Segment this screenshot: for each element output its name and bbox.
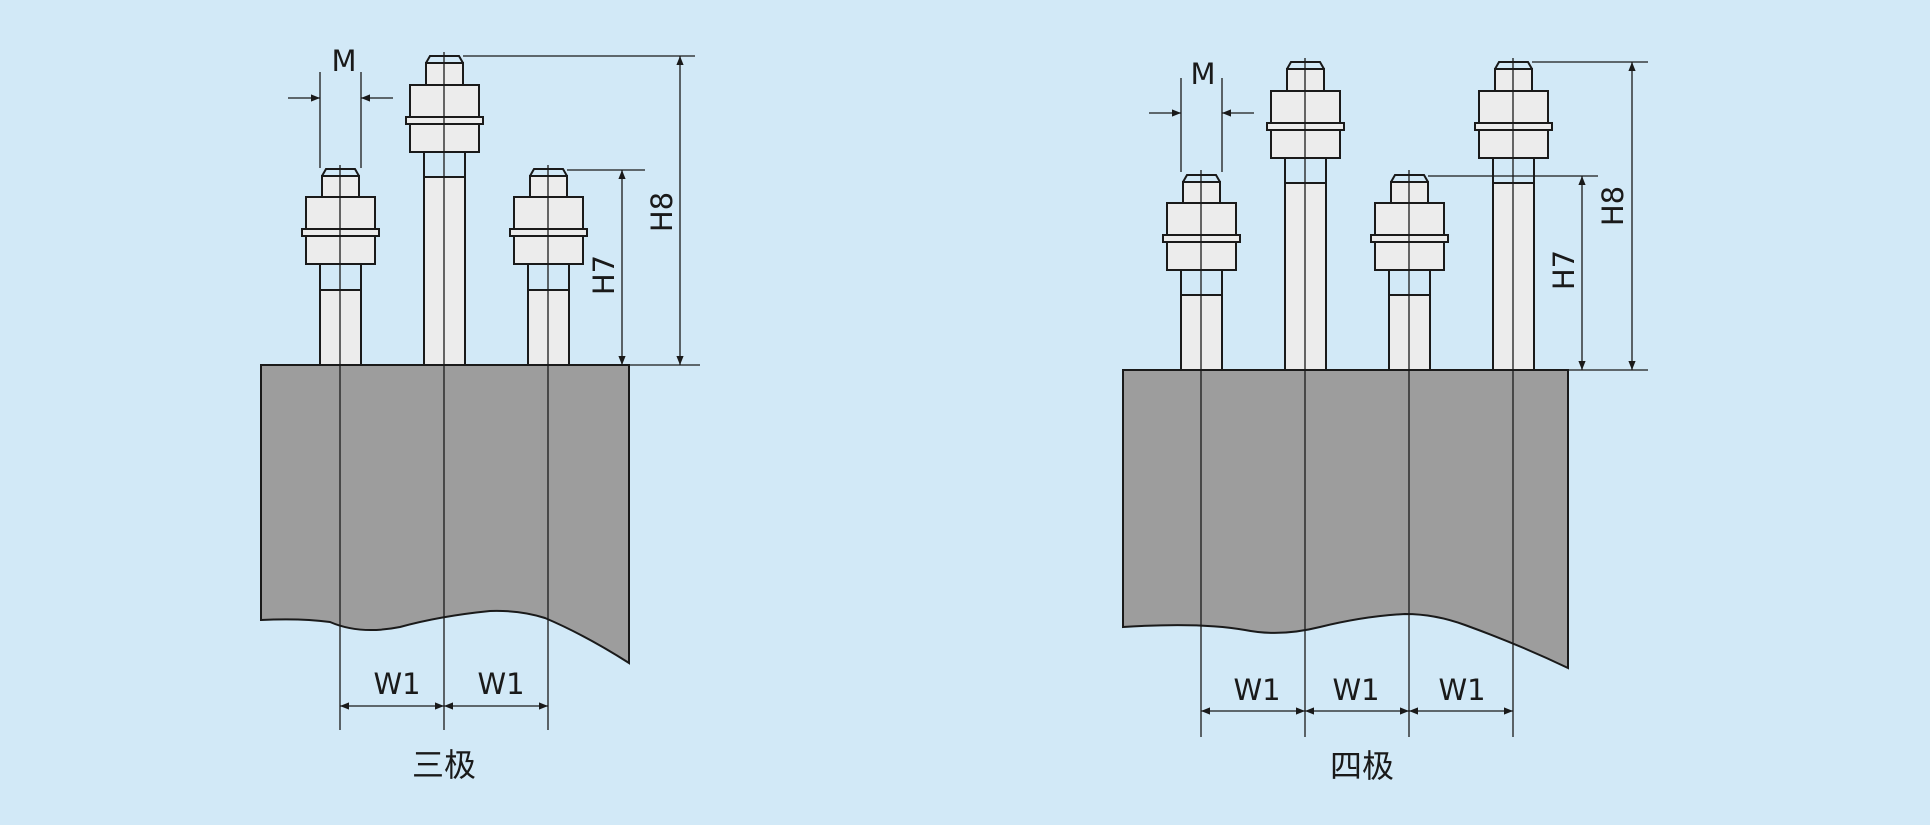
dimension-arrows <box>1149 62 1636 715</box>
m-label: M <box>331 44 356 78</box>
extension-lines <box>1180 58 1648 737</box>
four-pole-caption: 四极 <box>1330 747 1394 785</box>
w1-label-1: W1 <box>373 667 420 701</box>
w1-label-1: W1 <box>1233 673 1280 707</box>
h7-label: H7 <box>1547 250 1581 290</box>
four-pole-diagram: M H8 H7 W1 W1 W1 四极 <box>1122 57 1648 785</box>
three-pole-caption: 三极 <box>412 746 476 784</box>
h8-label: H8 <box>1596 186 1630 226</box>
m-label: M <box>1190 57 1215 91</box>
h8-label: H8 <box>645 192 679 232</box>
w1-label-2: W1 <box>1332 673 1379 707</box>
h7-label: H7 <box>587 255 621 295</box>
w1-label-2: W1 <box>477 667 524 701</box>
busbar-block <box>1122 369 1569 670</box>
extension-lines <box>319 52 700 730</box>
three-pole-diagram: M H8 H7 W1 W1 三极 <box>260 44 700 784</box>
dimension-arrows <box>288 56 684 710</box>
busbar-block <box>260 364 630 665</box>
w1-label-3: W1 <box>1438 673 1485 707</box>
